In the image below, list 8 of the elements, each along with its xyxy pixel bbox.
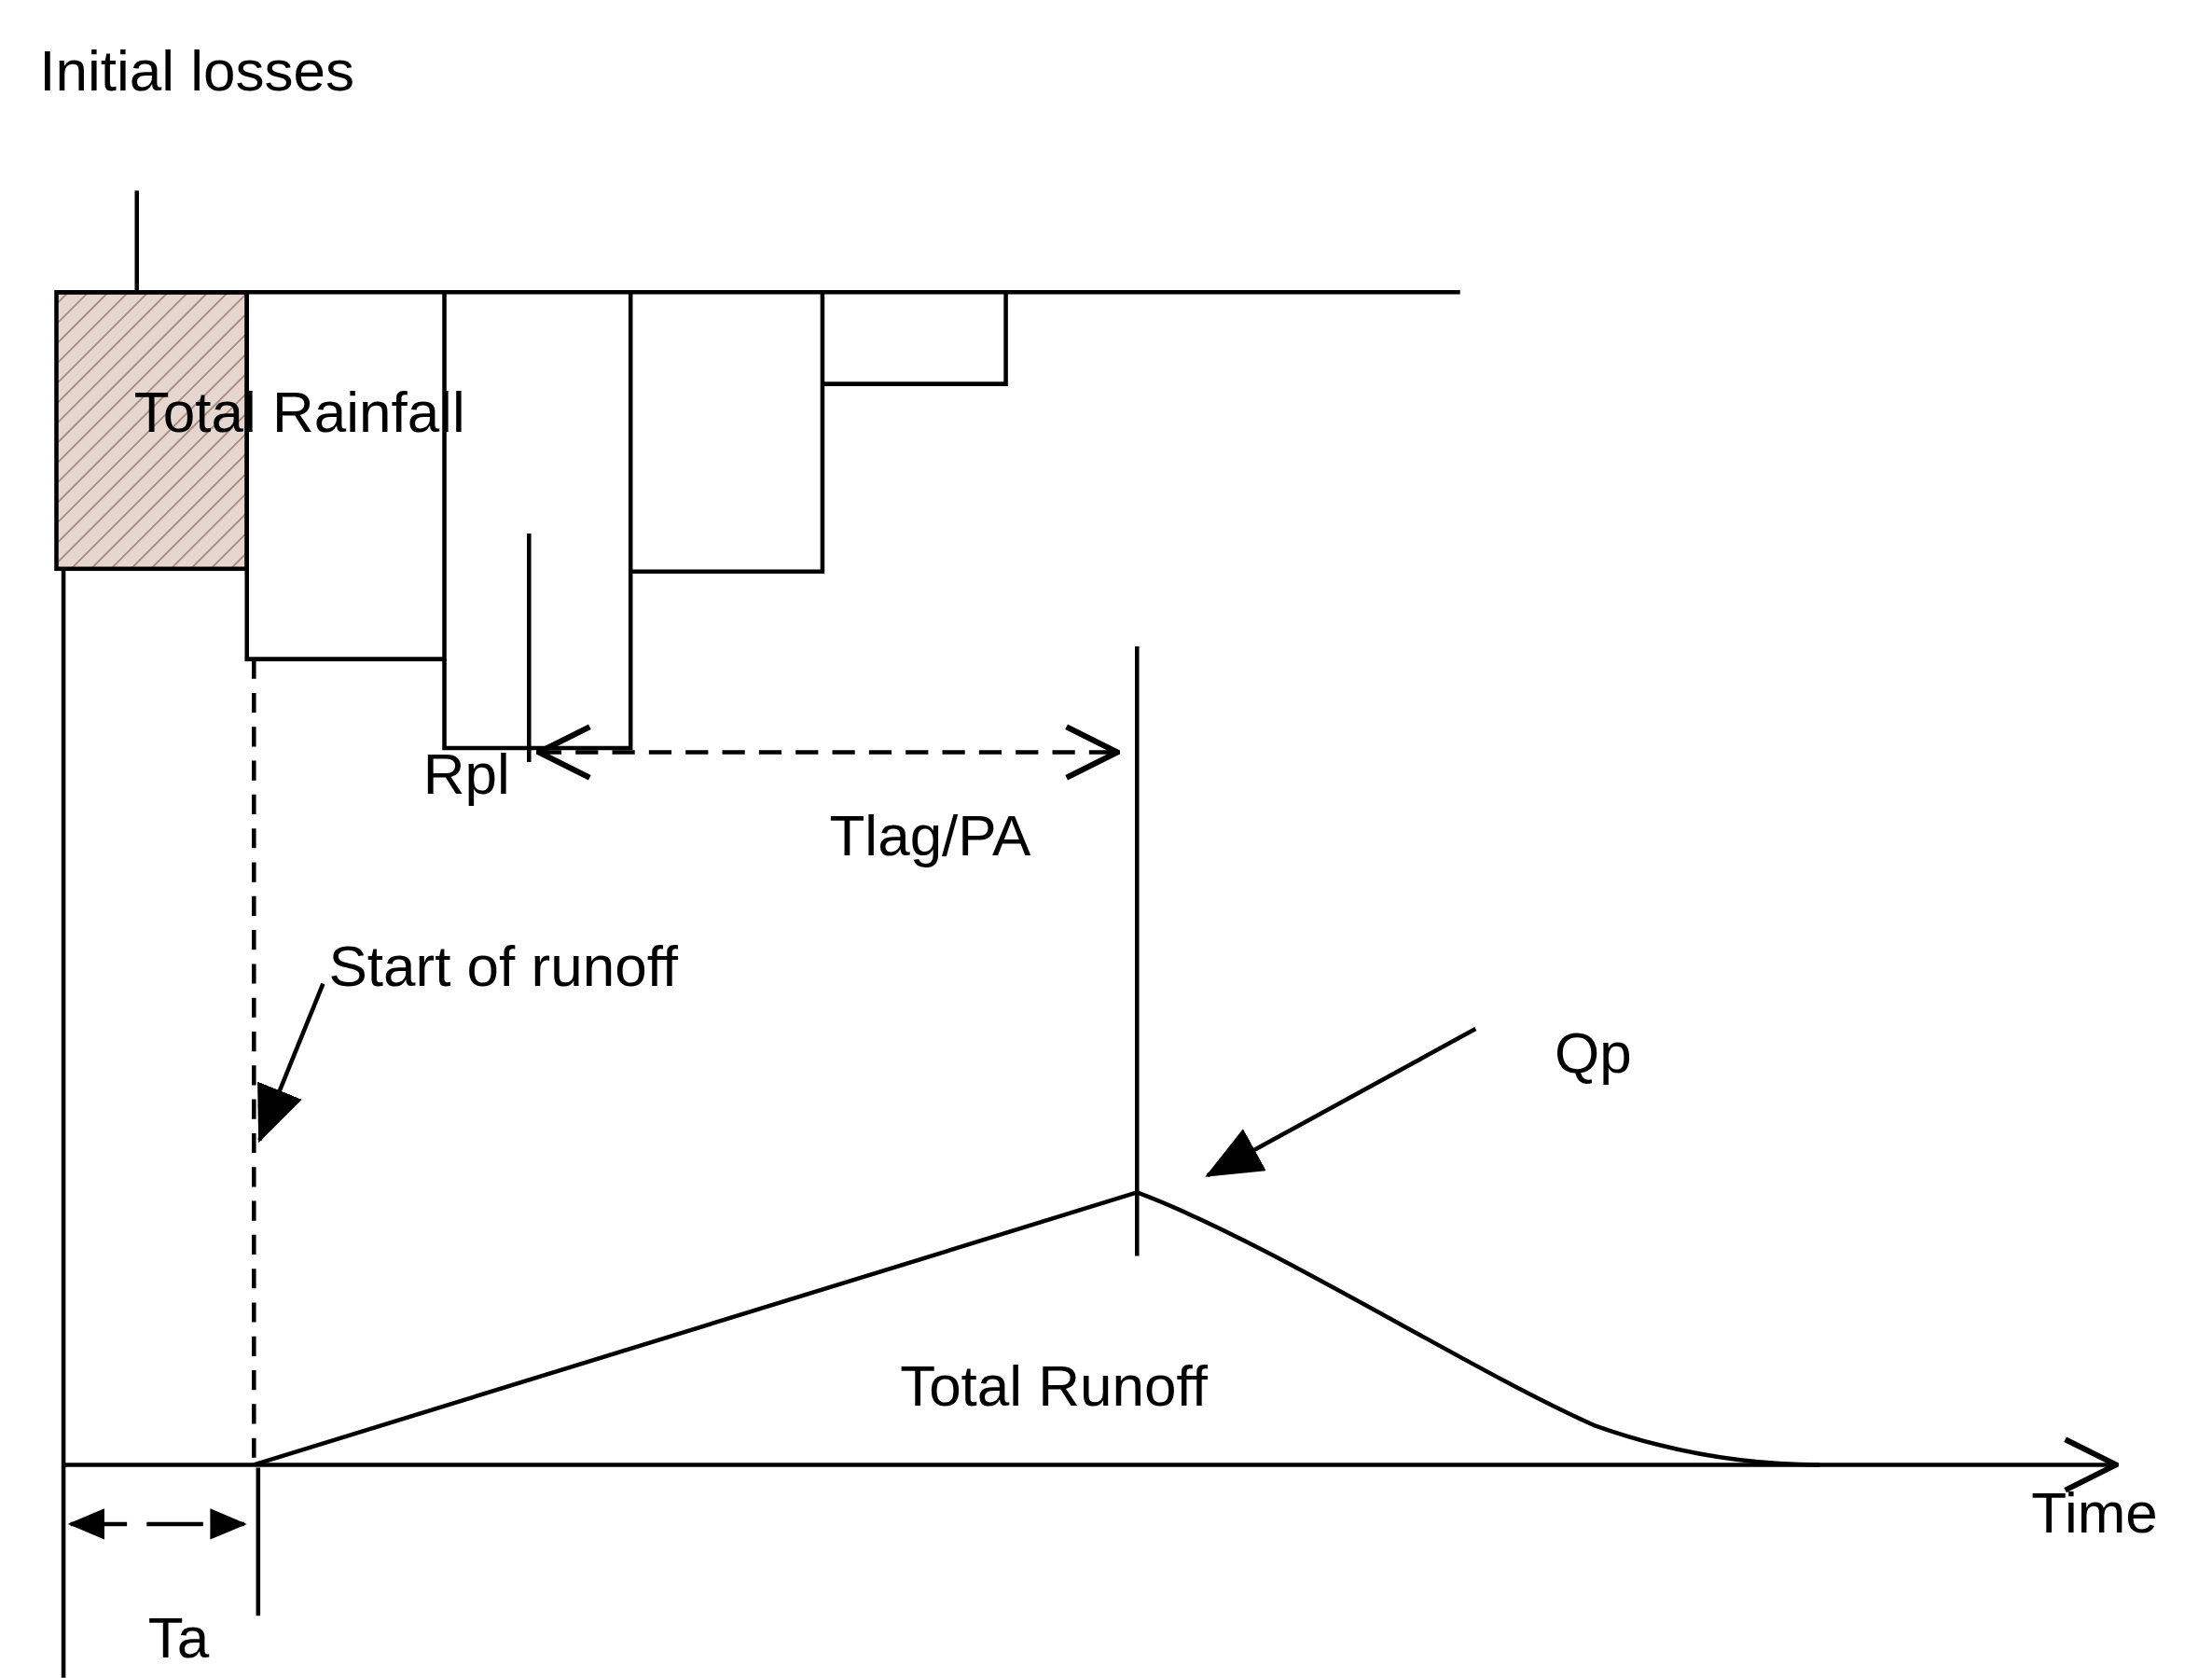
- diagram-label: Ta: [147, 1608, 210, 1667]
- leader-arrow: [1205, 1026, 1477, 1178]
- diagram-label: Total Runoff: [900, 1357, 1208, 1416]
- diagram-label: Tlag/PA: [829, 807, 1031, 866]
- diagram-label: Initial losses: [39, 42, 355, 101]
- diagram-label: Time: [2031, 1484, 2158, 1543]
- leader-arrow: [257, 982, 325, 1144]
- annotation-text: Start of runoff: [328, 937, 678, 996]
